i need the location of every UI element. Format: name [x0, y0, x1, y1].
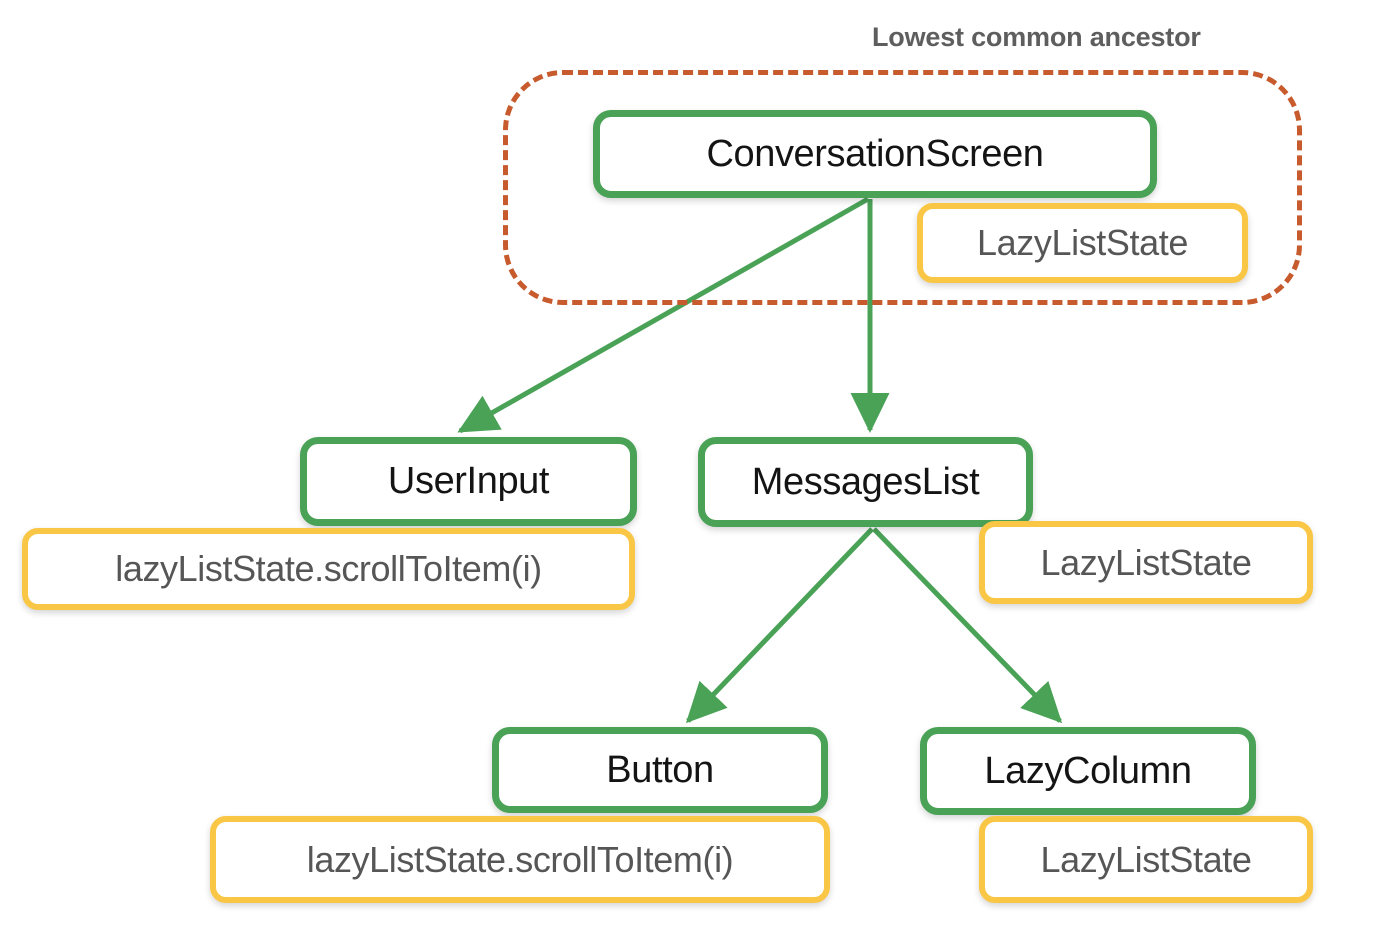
node-userinput[interactable]: UserInput [300, 437, 637, 526]
node-button[interactable]: Button [492, 727, 828, 813]
state-badge-button-label: lazyListState.scrollToItem(i) [306, 838, 734, 880]
node-lazycolumn-label: LazyColumn [984, 749, 1192, 792]
node-conversationscreen[interactable]: ConversationScreen [593, 110, 1157, 198]
node-userinput-label: UserInput [387, 460, 550, 502]
state-badge-lazycolumn-label: LazyListState [1040, 838, 1252, 880]
state-badge-conversationscreen[interactable]: LazyListState [917, 203, 1248, 283]
node-button-label: Button [606, 748, 714, 791]
node-conversationscreen-label: ConversationScreen [706, 132, 1044, 175]
node-lazycolumn[interactable]: LazyColumn [920, 727, 1256, 815]
node-messageslist-label: MessagesList [751, 460, 980, 503]
state-badge-button[interactable]: lazyListState.scrollToItem(i) [210, 816, 830, 903]
state-badge-conversationscreen-label: LazyListState [977, 222, 1188, 263]
lowest-common-ancestor-group [503, 70, 1302, 305]
edge-messageslist-button [685, 527, 874, 724]
state-badge-userinput[interactable]: lazyListState.scrollToItem(i) [22, 528, 635, 610]
state-badge-userinput-label: lazyListState.scrollToItem(i) [115, 548, 542, 589]
state-badge-lazycolumn[interactable]: LazyListState [979, 816, 1313, 903]
state-badge-messageslist[interactable]: LazyListState [979, 521, 1313, 604]
state-badge-messageslist-label: LazyListState [1040, 541, 1252, 583]
lowest-common-ancestor-label: Lowest common ancestor [872, 22, 1201, 52]
node-messageslist[interactable]: MessagesList [698, 437, 1033, 527]
